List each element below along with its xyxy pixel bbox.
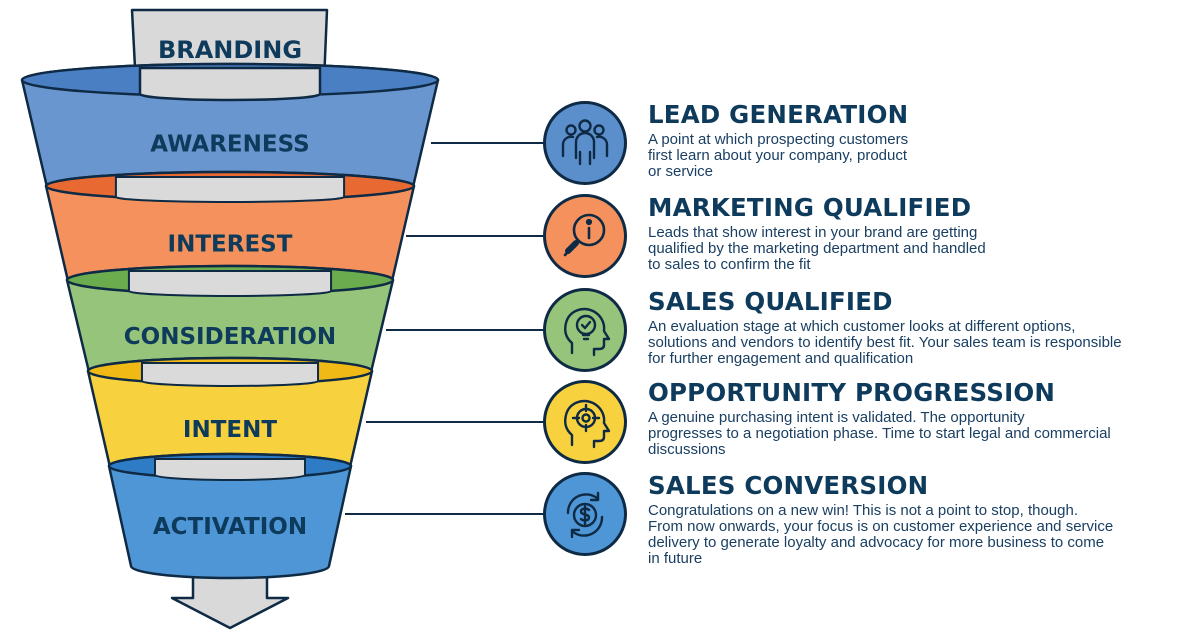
stage-lead-generation: LEAD GENERATION A point at which prospec…	[648, 100, 1188, 180]
funnel-layer-activation: ACTIVATION	[107, 452, 353, 580]
connector-line	[386, 329, 547, 331]
stage-sales-qualified: SALES QUALIFIED An evaluation stage at w…	[648, 287, 1188, 367]
head-target-icon	[564, 399, 611, 449]
connector-line	[431, 142, 547, 144]
head-lightbulb-icon	[564, 307, 611, 357]
connector-line	[406, 235, 547, 237]
stage-marketing-qualified: MARKETING QUALIFIED Leads that show inte…	[648, 193, 1188, 273]
stage-title: SALES QUALIFIED	[648, 287, 893, 316]
funnel-layer-interest: INTEREST	[44, 170, 416, 297]
funnel-layer-label: CONSIDERATION	[124, 324, 336, 350]
funnel-layer-label: INTEREST	[168, 232, 293, 258]
stage-title: MARKETING QUALIFIED	[648, 193, 972, 222]
stage-description: A genuine purchasing intent is validated…	[648, 409, 1111, 458]
stage-title: OPPORTUNITY PROGRESSION	[648, 378, 1056, 407]
dollar-cycle-icon	[566, 491, 604, 539]
stage-title: LEAD GENERATION	[648, 100, 909, 129]
stage-description: An evaluation stage at which customer lo…	[648, 318, 1122, 367]
funnel-layer-band	[140, 362, 320, 387]
stage-title: SALES CONVERSION	[648, 471, 929, 500]
funnel-layer-band	[153, 458, 307, 481]
stage-icon-circle	[543, 288, 627, 372]
funnel-diagram: BRANDING AWARENESS INTEREST CONSIDERATION I…	[20, 8, 440, 630]
stage-description: Congratulations on a new win! This is no…	[648, 502, 1114, 567]
funnel-layer-band	[127, 270, 333, 297]
stage-icon-circle	[543, 380, 627, 464]
stage-icon-circle	[543, 101, 627, 185]
connector-line	[366, 421, 547, 423]
funnel-layer-awareness: AWARENESS	[20, 62, 440, 205]
stage-icon-circle	[543, 472, 627, 556]
magnifier-info-icon	[563, 213, 606, 257]
funnel-layer-consideration: CONSIDERATION	[65, 264, 395, 388]
stage-description: A point at which prospecting customers f…	[648, 131, 909, 180]
stage-sales-conversion: SALES CONVERSION Congratulations on a ne…	[648, 471, 1188, 567]
funnel-layer-intent: INTENT	[86, 356, 374, 482]
funnel-layer-label: INTENT	[183, 417, 277, 443]
branding-label: BRANDING	[158, 36, 302, 64]
funnel-layer-band	[114, 176, 346, 203]
stage-icon-circle	[543, 194, 627, 278]
funnel-layer-label: ACTIVATION	[153, 514, 307, 540]
branding-insert	[138, 66, 322, 102]
stage-description: Leads that show interest in your brand a…	[648, 224, 986, 273]
funnel-layer-label: AWARENESS	[150, 132, 309, 158]
stage-opportunity-progression: OPPORTUNITY PROGRESSION A genuine purcha…	[648, 378, 1188, 458]
people-group-icon	[561, 119, 609, 166]
connector-line	[345, 513, 547, 515]
